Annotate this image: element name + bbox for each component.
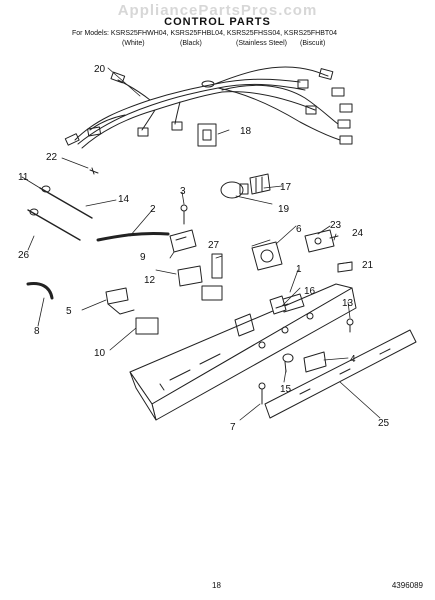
screw-3 <box>180 204 188 225</box>
callout-25: 25 <box>378 418 390 429</box>
callout-14: 14 <box>118 194 130 205</box>
bracket-12 <box>177 265 223 301</box>
watermark: AppliancePartsPros.com <box>117 2 318 19</box>
callout-27: 27 <box>208 240 220 251</box>
control-6 <box>251 241 283 271</box>
callout-7: 7 <box>230 422 236 433</box>
callout-20: 20 <box>94 64 106 75</box>
screw-7 <box>258 382 266 405</box>
document-code: 4396089 <box>391 581 423 590</box>
callout-17: 17 <box>280 182 292 193</box>
finish-black: (Black) <box>180 40 202 47</box>
wire-harness <box>64 66 353 149</box>
plug-15 <box>282 353 294 373</box>
switch-23 <box>304 229 335 253</box>
page-number: 18 <box>212 581 221 590</box>
callout-19: 19 <box>278 204 290 215</box>
callout-22: 22 <box>46 152 58 163</box>
callout-8: 8 <box>34 326 40 337</box>
screw-13 <box>346 318 354 333</box>
callout-6: 6 <box>296 224 302 235</box>
finish-white: (White) <box>122 40 145 47</box>
housing-mount-1 <box>269 295 287 315</box>
callout-4: 4 <box>350 354 356 365</box>
models-prefix: For Models: <box>72 30 109 37</box>
screw-24 <box>329 235 339 239</box>
callout-1: 1 <box>296 264 302 275</box>
switch-5 <box>105 287 135 315</box>
terminal-plate <box>197 123 217 147</box>
light-bulb-19 <box>220 181 249 199</box>
callout-9: 9 <box>140 252 146 263</box>
label-27 <box>211 253 223 279</box>
callout-16: 16 <box>304 286 316 297</box>
callout-5: 5 <box>66 306 72 317</box>
callout-12: 12 <box>144 275 156 286</box>
callout-21: 21 <box>362 260 374 271</box>
callout-11: 11 <box>18 172 29 183</box>
thermostat-9 <box>169 229 197 253</box>
models-line: For Models: KSRS25FHWH04, KSRS25FHBL04, … <box>72 30 337 37</box>
finish-stainless: (Stainless Steel) <box>236 40 287 47</box>
callout-18: 18 <box>240 126 252 137</box>
callout-2: 2 <box>150 204 156 215</box>
callout-23: 23 <box>330 220 342 231</box>
screw-22 <box>89 167 99 175</box>
tube-8 <box>26 282 54 300</box>
bracket-4 <box>303 351 327 373</box>
callout-10: 10 <box>94 348 106 359</box>
models-list: KSRS25FHWH04, KSRS25FHBL04, KSRS25FHSS04… <box>110 30 337 37</box>
trim-strip-25 <box>264 329 417 419</box>
callout-26: 26 <box>18 250 30 261</box>
leader-lines <box>21 67 381 421</box>
callouts: 20 18 22 11 14 2 3 17 19 6 23 24 21 27 9… <box>18 64 390 433</box>
control-housing <box>129 283 357 421</box>
diagram-title: CONTROL PARTS <box>164 16 271 28</box>
sensor-rods <box>27 185 93 241</box>
callout-3: 3 <box>180 186 186 197</box>
lamp-socket-17 <box>249 173 271 195</box>
callout-24: 24 <box>352 228 364 239</box>
finish-biscuit: (Biscuit) <box>300 40 326 47</box>
label-10 <box>135 317 159 335</box>
callout-13: 13 <box>342 298 354 309</box>
tube-2 <box>96 231 170 242</box>
callout-15: 15 <box>280 384 292 395</box>
